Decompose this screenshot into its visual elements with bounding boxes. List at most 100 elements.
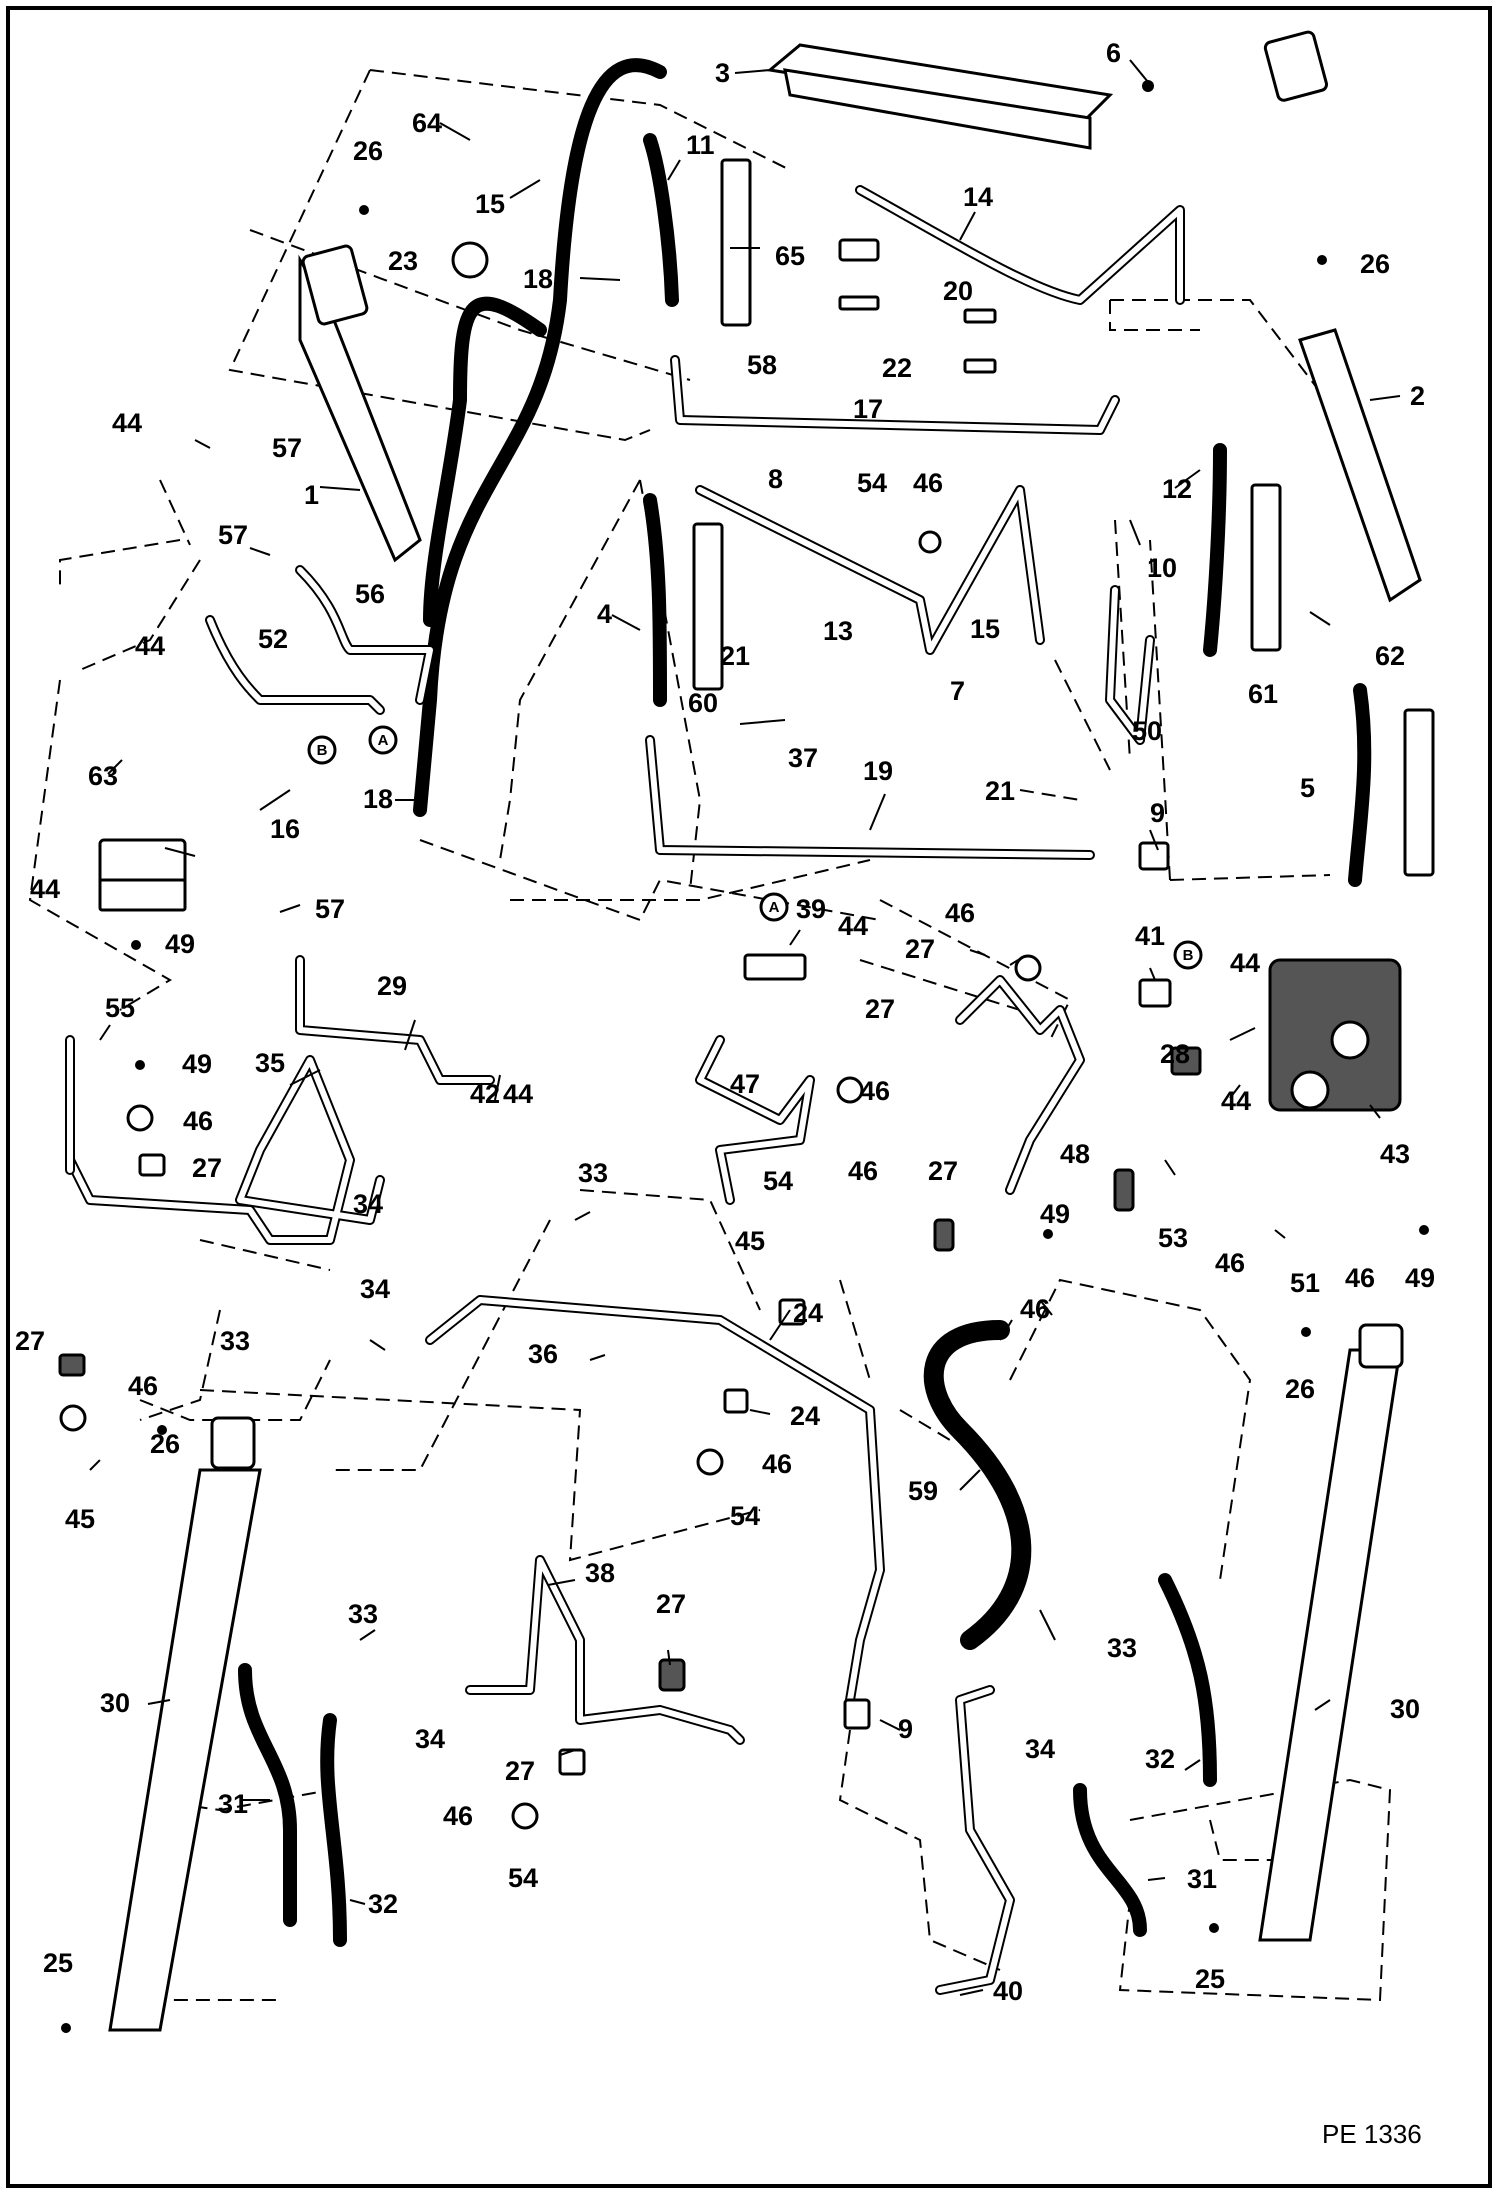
callout-26: 26 [353, 136, 383, 166]
callout-37: 37 [788, 743, 818, 773]
callout-41: 41 [1135, 921, 1165, 951]
callout-31: 31 [218, 1789, 248, 1819]
callout-46: 46 [443, 1801, 473, 1831]
svg-text:A: A [378, 732, 389, 749]
callout-18: 18 [363, 784, 393, 814]
callout-27: 27 [928, 1156, 958, 1186]
callout-44: 44 [30, 874, 60, 904]
callout-44: 44 [112, 408, 142, 438]
marker-a-top: A [368, 725, 398, 755]
callout-52: 52 [258, 624, 288, 654]
callout-27: 27 [192, 1153, 222, 1183]
callout-3: 3 [715, 58, 730, 88]
callout-62: 62 [1375, 641, 1405, 671]
callout-48: 48 [1060, 1139, 1090, 1169]
callout-57: 57 [272, 433, 302, 463]
callout-28: 28 [1160, 1039, 1190, 1069]
callout-27: 27 [656, 1589, 686, 1619]
callout-27: 27 [15, 1326, 45, 1356]
callout-33: 33 [1107, 1633, 1137, 1663]
callout-54: 54 [730, 1501, 760, 1531]
cylinders [108, 30, 1422, 2032]
callout-43: 43 [1380, 1139, 1410, 1169]
callout-39: 39 [796, 894, 826, 924]
callout-34: 34 [415, 1724, 445, 1754]
callout-54: 54 [763, 1166, 793, 1196]
callout-36: 36 [528, 1339, 558, 1369]
callout-40: 40 [993, 1976, 1023, 2006]
callout-46: 46 [1215, 1248, 1245, 1278]
callout-1: 1 [304, 480, 319, 510]
callout-26: 26 [1285, 1374, 1315, 1404]
callout-59: 59 [908, 1476, 938, 1506]
marker-b-top: B [307, 735, 337, 765]
callout-22: 22 [882, 353, 912, 383]
callout-32: 32 [1145, 1744, 1175, 1774]
assembly-dashed-lines [28, 69, 1392, 2002]
svg-text:B: B [1183, 947, 1194, 964]
callout-30: 30 [100, 1688, 130, 1718]
callout-46: 46 [762, 1449, 792, 1479]
callout-26: 26 [1360, 249, 1390, 279]
callout-46: 46 [860, 1076, 890, 1106]
callout-15: 15 [970, 614, 1000, 644]
callout-24: 24 [790, 1401, 820, 1431]
svg-text:B: B [317, 742, 328, 759]
callout-45: 45 [735, 1226, 765, 1256]
callout-31: 31 [1187, 1864, 1217, 1894]
callout-56: 56 [355, 579, 385, 609]
callout-29: 29 [377, 971, 407, 1001]
callout-49: 49 [1405, 1263, 1435, 1293]
callout-57: 57 [218, 520, 248, 550]
callout-44: 44 [1221, 1086, 1251, 1116]
callout-54: 54 [508, 1863, 538, 1893]
callout-2: 2 [1410, 381, 1425, 411]
callout-23: 23 [388, 246, 418, 276]
callout-9: 9 [898, 1714, 913, 1744]
callout-64: 64 [412, 108, 442, 138]
callout-6: 6 [1106, 38, 1121, 68]
callout-46: 46 [1020, 1294, 1050, 1324]
callout-27: 27 [865, 994, 895, 1024]
callout-57: 57 [315, 894, 345, 924]
callout-17: 17 [853, 394, 883, 424]
callout-53: 53 [1158, 1223, 1188, 1253]
callout-44: 44 [838, 911, 868, 941]
callout-55: 55 [105, 993, 135, 1023]
callout-51: 51 [1290, 1268, 1320, 1298]
callout-8: 8 [768, 464, 783, 494]
callout-20: 20 [943, 276, 973, 306]
callout-34: 34 [360, 1274, 390, 1304]
callout-21: 21 [720, 641, 750, 671]
callout-25: 25 [43, 1948, 73, 1978]
callout-5: 5 [1300, 773, 1315, 803]
callout-21: 21 [985, 776, 1015, 806]
callout-35: 35 [255, 1048, 285, 1078]
callout-24: 24 [793, 1298, 823, 1328]
callout-42: 42 [470, 1079, 500, 1109]
callout-7: 7 [950, 676, 965, 706]
callout-25: 25 [1195, 1964, 1225, 1994]
callout-46: 46 [1345, 1263, 1375, 1293]
callout-46: 46 [848, 1156, 878, 1186]
callout-60: 60 [688, 688, 718, 718]
callout-49: 49 [165, 929, 195, 959]
callout-12: 12 [1162, 474, 1192, 504]
callout-30: 30 [1390, 1694, 1420, 1724]
callout-13: 13 [823, 616, 853, 646]
callout-44: 44 [135, 631, 165, 661]
callout-15: 15 [475, 189, 505, 219]
callout-65: 65 [775, 241, 805, 271]
callout-26: 26 [150, 1429, 180, 1459]
callout-47: 47 [730, 1069, 760, 1099]
callout-33: 33 [578, 1158, 608, 1188]
callout-27: 27 [505, 1756, 535, 1786]
callout-46: 46 [945, 898, 975, 928]
circled-markers: A B A B [307, 725, 1203, 970]
svg-text:A: A [769, 899, 780, 916]
callout-50: 50 [1132, 716, 1162, 746]
callout-46: 46 [183, 1106, 213, 1136]
callout-14: 14 [963, 182, 993, 212]
hoses [238, 58, 1372, 1947]
